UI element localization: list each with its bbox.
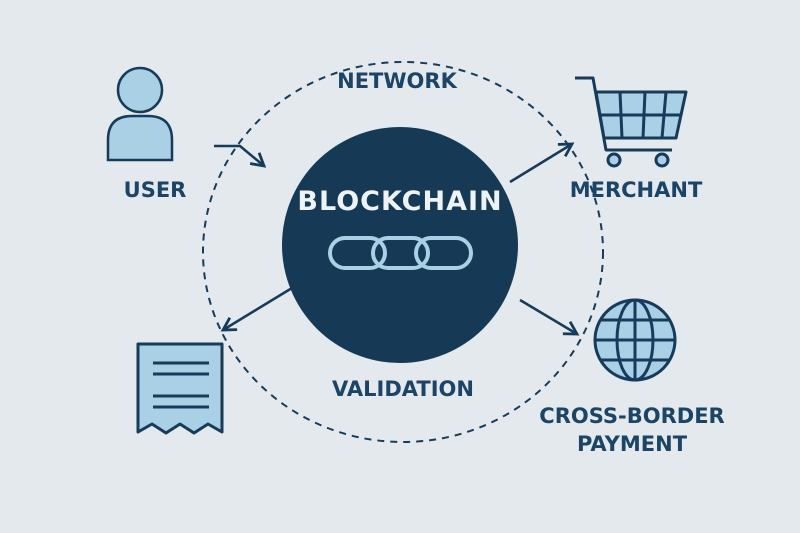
blockchain-title: BLOCKCHAIN — [297, 186, 502, 217]
network-ring — [202, 61, 604, 443]
user-icon — [106, 66, 174, 162]
arrow-blockchain-to-payment — [519, 298, 580, 336]
receipt-icon — [136, 342, 224, 435]
payment-label-line2: PAYMENT — [577, 432, 688, 456]
network-label: NETWORK — [337, 69, 457, 93]
payment-label-line1: CROSS-BORDER — [539, 404, 724, 428]
user-label: USER — [124, 178, 187, 202]
arrow-blockchain-to-merchant — [509, 142, 575, 184]
arrow-user-to-blockchain — [214, 144, 267, 168]
validation-label: VALIDATION — [332, 377, 474, 401]
merchant-label: MERCHANT — [570, 178, 703, 202]
globe-icon — [593, 298, 677, 382]
shopping-cart-icon — [575, 76, 688, 168]
chain-link-icon — [328, 236, 473, 270]
arrow-blockchain-to-receipt — [220, 286, 293, 332]
blockchain-core — [282, 127, 518, 363]
